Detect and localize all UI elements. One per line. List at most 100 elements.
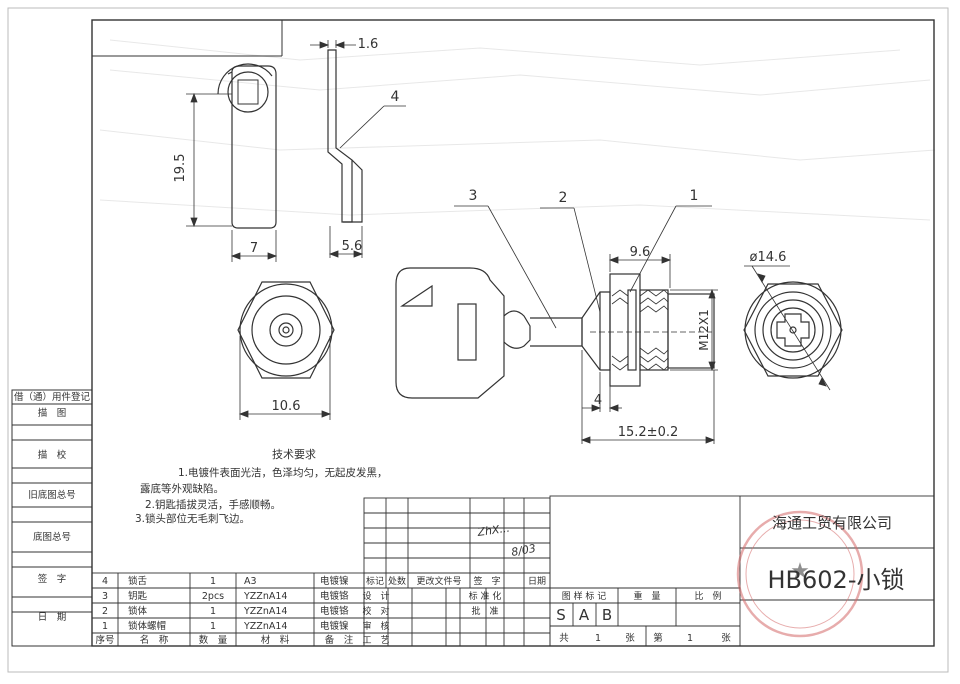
bom-note: 电镀铬 <box>320 590 349 602</box>
dim-4 <box>582 372 622 412</box>
dim-1-6-label: 1.6 <box>358 37 379 52</box>
bom-header-material: 材 料 <box>261 634 290 646</box>
key-and-lock-assembly <box>395 267 715 399</box>
rev-role: 设 计 <box>362 590 389 602</box>
company-name: 海通工贸有限公司 <box>772 514 892 532</box>
bom-no: 3 <box>102 591 108 602</box>
left-strip-row: 旧底图总号 <box>28 489 76 501</box>
callout-2: 2 <box>559 190 568 206</box>
left-strip-row: 签 字 <box>38 573 67 585</box>
sheet-value: 1 <box>687 633 693 644</box>
dim-m12x1-label: M12X1 <box>697 309 711 350</box>
dim-9-6 <box>608 254 672 288</box>
tech-req-line: 1.电镀件表面光洁，色泽均匀，无起皮发黑， <box>178 466 388 479</box>
callout-1: 1 <box>690 188 699 204</box>
rev-header: 签 字 <box>473 575 500 587</box>
mark-label: 图 样 标 记 <box>562 590 607 602</box>
bom-name: 锁舌 <box>128 575 148 587</box>
dim-5-6 <box>328 226 364 258</box>
left-strip-row: 底图总号 <box>33 531 71 543</box>
dim-19-5-label: 19.5 <box>173 154 188 183</box>
bom-no: 1 <box>102 621 108 632</box>
bom-table: 4 锁舌 1 A3 电镀镍 3 钥匙 2pcs YZZnA14 电镀铬 2 锁体… <box>95 575 353 646</box>
total-prefix: 共 <box>559 633 569 644</box>
rev-header: 日期 <box>528 576 546 587</box>
rev-header: 标记 <box>366 575 384 587</box>
bom-header-qty: 数 量 <box>199 634 228 646</box>
drawing-title: HB602-小锁 <box>768 566 905 594</box>
bom-qty: 1 <box>210 606 216 617</box>
dim-1-6 <box>310 40 356 49</box>
bom-no: 4 <box>102 576 108 587</box>
rev-role: 审 核 <box>362 620 389 632</box>
weight-label: 重 量 <box>633 590 660 602</box>
rev-role: 校 对 <box>362 605 389 617</box>
rev-right-role: 标 准 化 <box>469 590 502 602</box>
signature-text: ZhX... <box>476 522 511 540</box>
rev-header: 更改文件号 <box>416 575 461 587</box>
dim-15-2 <box>580 350 716 444</box>
dim-phi-14-6-label: ø14.6 <box>750 250 787 265</box>
bom-no: 2 <box>102 606 108 617</box>
dim-m12x1 <box>670 288 718 372</box>
sheet-prefix: 第 <box>653 632 663 644</box>
bom-header-name: 名 称 <box>140 634 169 646</box>
bom-qty: 2pcs <box>202 591 224 602</box>
dim-9-6-label: 9.6 <box>630 245 651 260</box>
tech-req-title: 技术要求 <box>272 448 316 461</box>
sheet-suffix: 张 <box>721 633 731 644</box>
signature-date: 8/03 <box>510 542 537 559</box>
bom-name: 锁体 <box>128 605 148 617</box>
bom-note: 电镀镍 <box>320 620 349 632</box>
bom-material: A3 <box>244 576 257 587</box>
rev-role: 工 艺 <box>362 635 389 646</box>
title-block-grid <box>91 495 935 647</box>
svg-text:★: ★ <box>790 559 810 584</box>
dim-19-5 <box>186 92 232 228</box>
dim-15-2-label: 15.2±0.2 <box>618 425 679 440</box>
dim-5-6-label: 5.6 <box>342 239 363 254</box>
rev-right-role: 批 准 <box>471 605 498 617</box>
dim-phi-14-6 <box>744 265 831 391</box>
callout-4: 4 <box>391 89 400 105</box>
left-registration-strip: 借（通）用件登记 描 图 描 校 旧底图总号 底图总号 签 字 日 期 <box>11 389 93 647</box>
dim-7 <box>230 230 278 262</box>
bom-qty: 1 <box>210 621 216 632</box>
left-strip-row: 描 图 <box>38 407 67 419</box>
mark-s: S <box>556 606 566 624</box>
scale-label: 比 例 <box>694 590 721 602</box>
bom-name: 锁体螺帽 <box>128 620 166 632</box>
mark-a: A <box>579 606 590 624</box>
left-strip-row: 描 校 <box>38 449 67 461</box>
revision-table: 标记 处数 更改文件号 签 字 日期 设 计 校 对 审 核 工 艺 标 准 化… <box>362 575 546 646</box>
bom-qty: 1 <box>210 576 216 587</box>
bom-material: YZZnA14 <box>243 591 287 602</box>
tongue-front-view <box>217 63 277 229</box>
lock-end-view <box>743 281 843 379</box>
dim-10-6-label: 10.6 <box>272 399 301 414</box>
rev-header: 处数 <box>388 575 406 587</box>
handwritten-signature: ZhX... 8/03 <box>476 522 537 559</box>
dim-7-label: 7 <box>250 241 258 256</box>
callout-leaders <box>454 205 712 329</box>
dim-10-6 <box>238 336 332 420</box>
bom-material: YZZnA14 <box>243 621 287 632</box>
tongue-side-view <box>327 49 363 223</box>
tech-req-line: 2.钥匙插拔灵活，手感顺畅。 <box>145 498 281 511</box>
total-value: 1 <box>595 633 601 644</box>
callout-4-leader <box>339 105 406 149</box>
tech-req-line: 3.锁头部位无毛刺飞边。 <box>135 512 250 525</box>
mark-b: B <box>602 606 612 624</box>
bom-note: 电镀镍 <box>320 575 349 587</box>
bom-note: 电镀铬 <box>320 605 349 617</box>
hex-nut-view <box>237 281 335 379</box>
bom-header-no: 序号 <box>95 634 114 646</box>
bom-material: YZZnA14 <box>243 606 287 617</box>
company-stamp: ★ <box>736 510 864 638</box>
thread-hatching <box>590 289 712 371</box>
outer-border <box>7 7 949 673</box>
left-strip-row: 日 期 <box>38 612 67 623</box>
callout-3: 3 <box>469 188 478 204</box>
left-strip-title: 借（通）用件登记 <box>14 391 91 403</box>
